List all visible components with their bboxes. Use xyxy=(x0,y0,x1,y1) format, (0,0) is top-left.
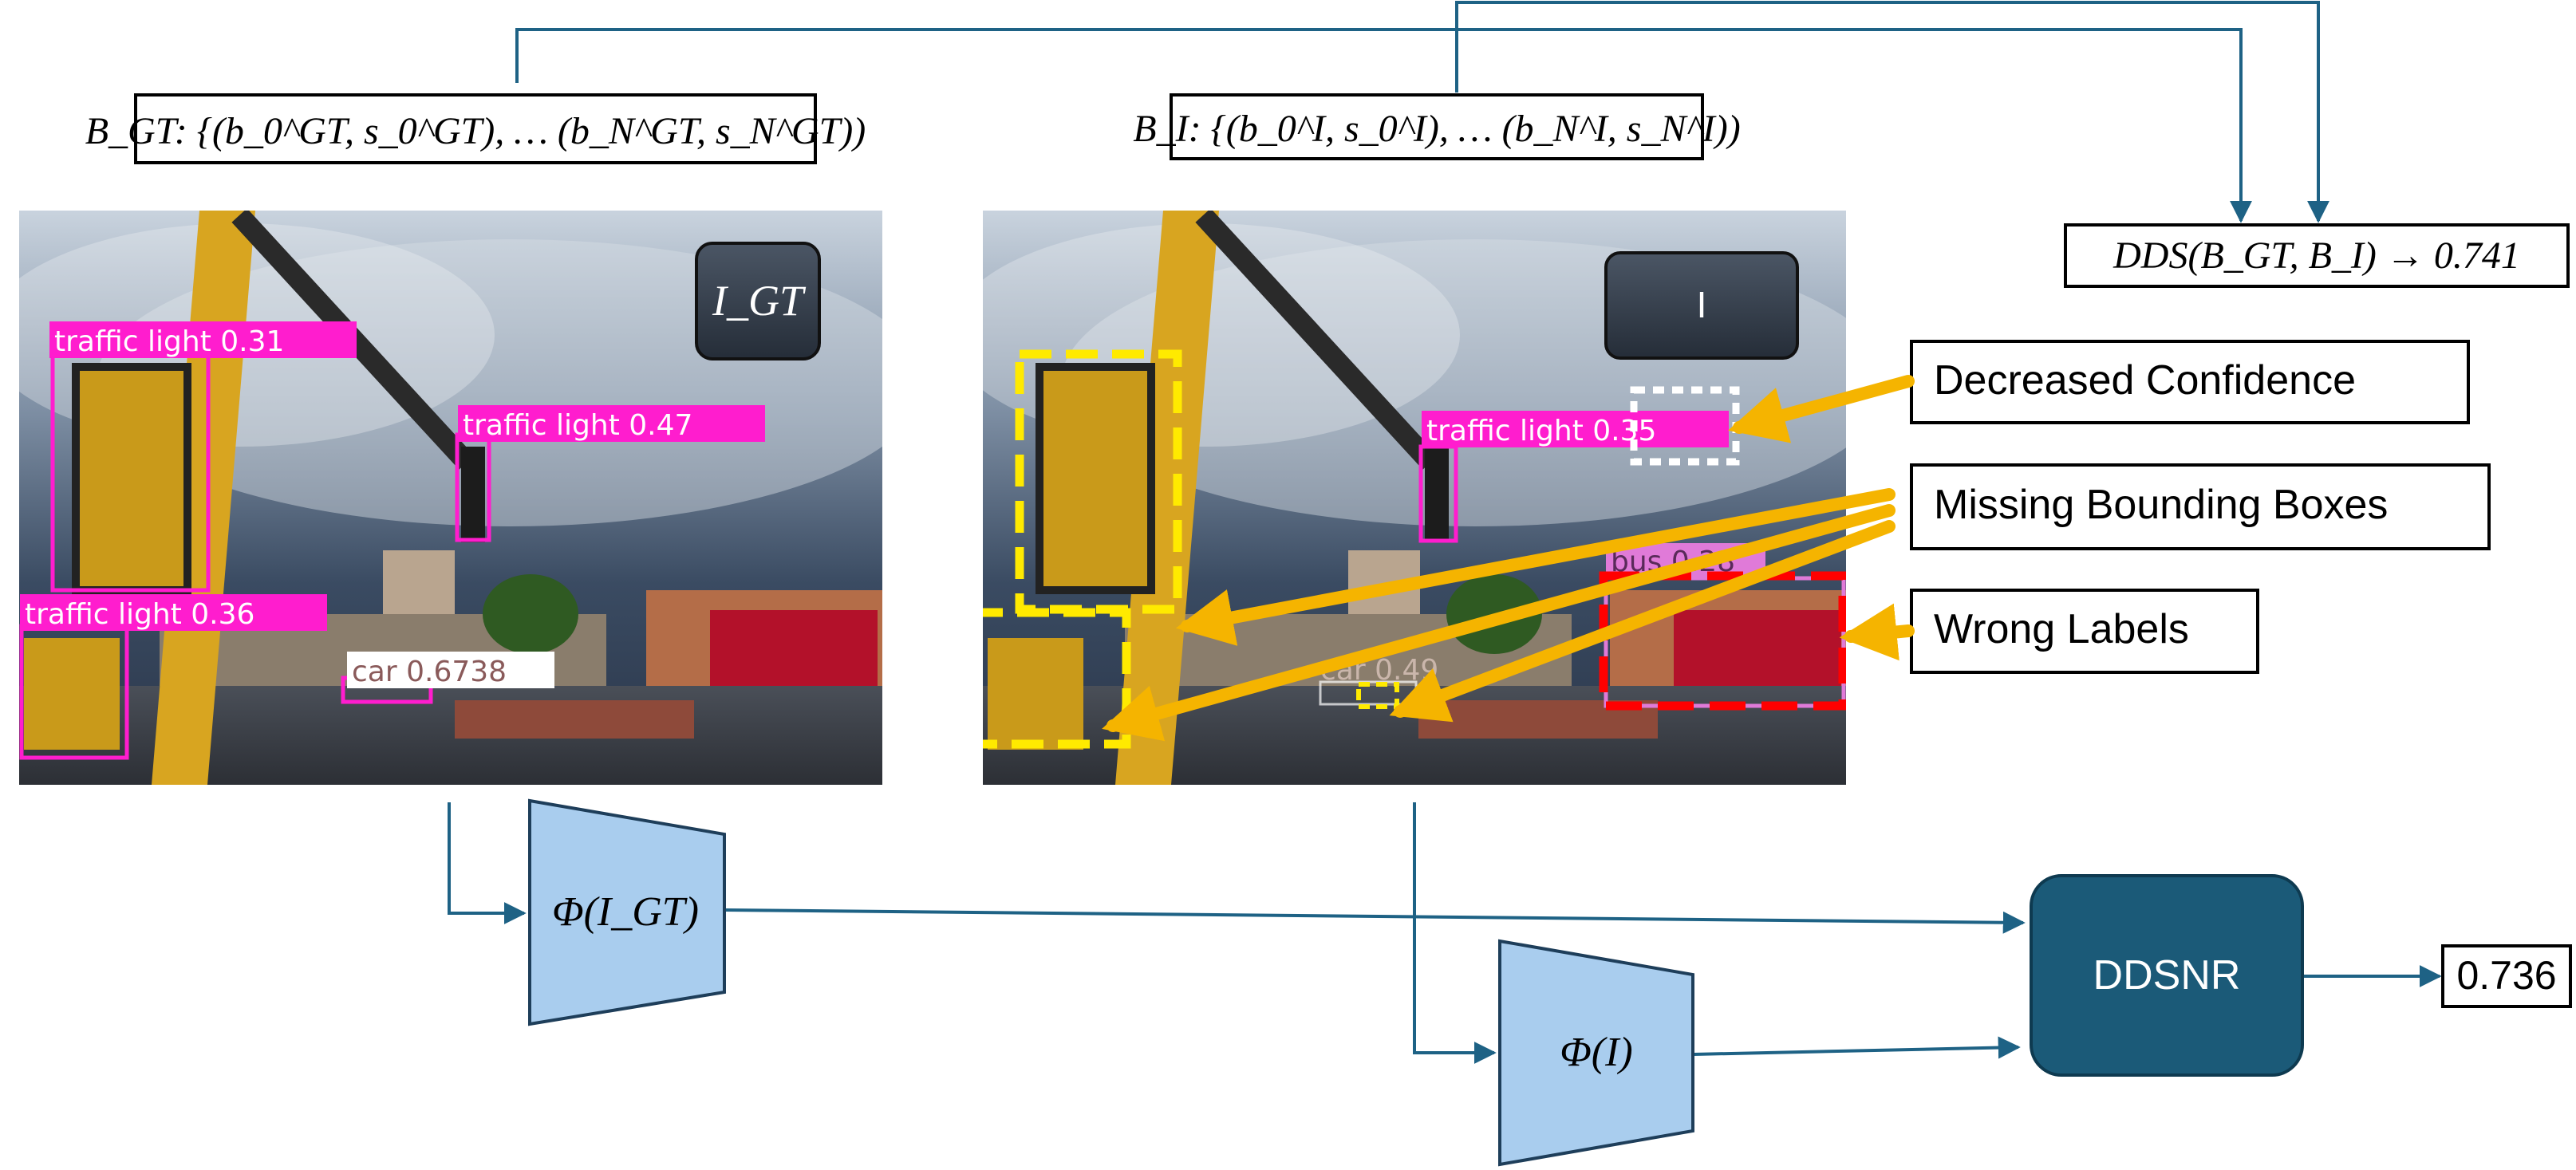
svg-text:DDS(B_GT, B_I) → 0.741: DDS(B_GT, B_I) → 0.741 xyxy=(2112,234,2520,277)
svg-text:I: I xyxy=(1697,284,1707,325)
image-gt-badge: I_GT xyxy=(695,242,821,360)
callout-wrong-labels: Wrong Labels xyxy=(1910,589,2259,674)
phi-i-encoder: Φ(I) xyxy=(1498,939,1694,1167)
callout-missing-boxes: Missing Bounding Boxes xyxy=(1910,463,2491,550)
wrong-label-highlight xyxy=(1599,571,1846,711)
ddsnr-block: DDSNR xyxy=(2030,874,2304,1077)
svg-text:Wrong Labels: Wrong Labels xyxy=(1934,606,2189,652)
svg-text:I_GT: I_GT xyxy=(712,277,807,325)
svg-text:B_GT: {(b_0^GT, s_0^GT), … (b_: B_GT: {(b_0^GT, s_0^GT), … (b_N^GT, s_N^… xyxy=(85,110,866,152)
gt-label-2: traffic light 0.47 xyxy=(463,409,692,442)
connector-lines-bottom xyxy=(448,802,2442,1064)
missing-box-highlights xyxy=(983,349,1399,749)
svg-text:0.736: 0.736 xyxy=(2456,953,2556,998)
svg-text:Missing Bounding Boxes: Missing Bounding Boxes xyxy=(1934,482,2388,528)
gt-boxes-formula: B_GT: {(b_0^GT, s_0^GT), … (b_N^GT, s_N^… xyxy=(85,93,866,164)
gt-detection-labels: traffic light 0.31 traffic light 0.47 tr… xyxy=(20,321,765,688)
dds-formula: DDS(B_GT, B_I) → 0.741 xyxy=(2064,223,2570,288)
callout-arrows xyxy=(1102,375,1915,742)
gt-label-3: traffic light 0.36 xyxy=(25,598,254,631)
gt-label-1: traffic light 0.31 xyxy=(54,325,284,358)
svg-text:Φ(I): Φ(I) xyxy=(1560,1030,1633,1075)
ground-truth-image: traffic light 0.31 traffic light 0.47 tr… xyxy=(19,211,882,785)
svg-text:B_I: {(b_0^I, s_0^I), … (b_N^I: B_I: {(b_0^I, s_0^I), … (b_N^I, s_N^I)) xyxy=(1133,108,1740,150)
svg-text:Φ(I_GT): Φ(I_GT) xyxy=(552,889,699,935)
connector-lines-top xyxy=(515,1,2329,223)
callout-decreased-confidence: Decreased Confidence xyxy=(1910,340,2470,424)
svg-text:DDSNR: DDSNR xyxy=(2093,952,2241,999)
i-label-1: traffic light 0.35 xyxy=(1426,415,1656,447)
phi-gt-encoder: Φ(I_GT) xyxy=(528,798,726,1026)
image-i-badge: I xyxy=(1604,251,1799,360)
svg-text:Decreased Confidence: Decreased Confidence xyxy=(1934,357,2356,404)
ddsnr-output: 0.736 xyxy=(2441,944,2572,1008)
gt-label-4: car 0.6738 xyxy=(352,656,507,688)
input-boxes-formula: B_I: {(b_0^I, s_0^I), … (b_N^I, s_N^I)) xyxy=(1133,93,1741,160)
